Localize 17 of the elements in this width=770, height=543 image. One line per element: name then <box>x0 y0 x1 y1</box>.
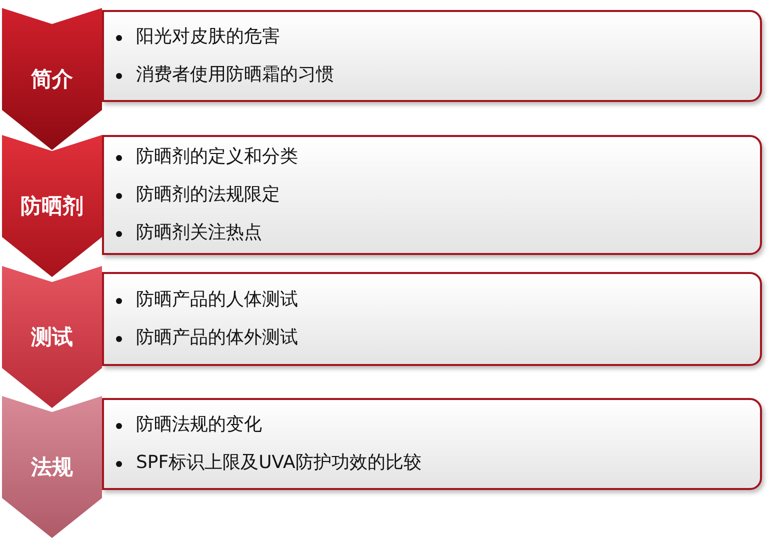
section-label: 测试 <box>30 324 74 351</box>
section-label: 防晒剂 <box>20 193 84 220</box>
section-label: 法规 <box>30 454 74 481</box>
bullet-item: 防晒剂的定义和分类 <box>136 146 298 167</box>
bullet-item: 防晒法规的变化 <box>136 414 262 435</box>
bullet-item: 阳光对皮肤的危害 <box>136 26 280 47</box>
bullet-item: 防晒剂关注热点 <box>136 222 262 243</box>
chevron-shape <box>2 8 102 150</box>
chevron-shape <box>2 396 102 538</box>
bullet-item: SPF标识上限及UVA防护功效的比较 <box>136 452 422 473</box>
bullet-item: 防晒产品的人体测试 <box>136 289 298 310</box>
section-label: 简介 <box>30 66 74 93</box>
bullet-item: 防晒剂的法规限定 <box>136 184 280 205</box>
bullet-item: 消费者使用防晒霜的习惯 <box>136 64 334 85</box>
bullet-item: 防晒产品的体外测试 <box>136 327 298 348</box>
chevron-shape <box>2 135 102 277</box>
chevron-shape <box>2 266 102 408</box>
